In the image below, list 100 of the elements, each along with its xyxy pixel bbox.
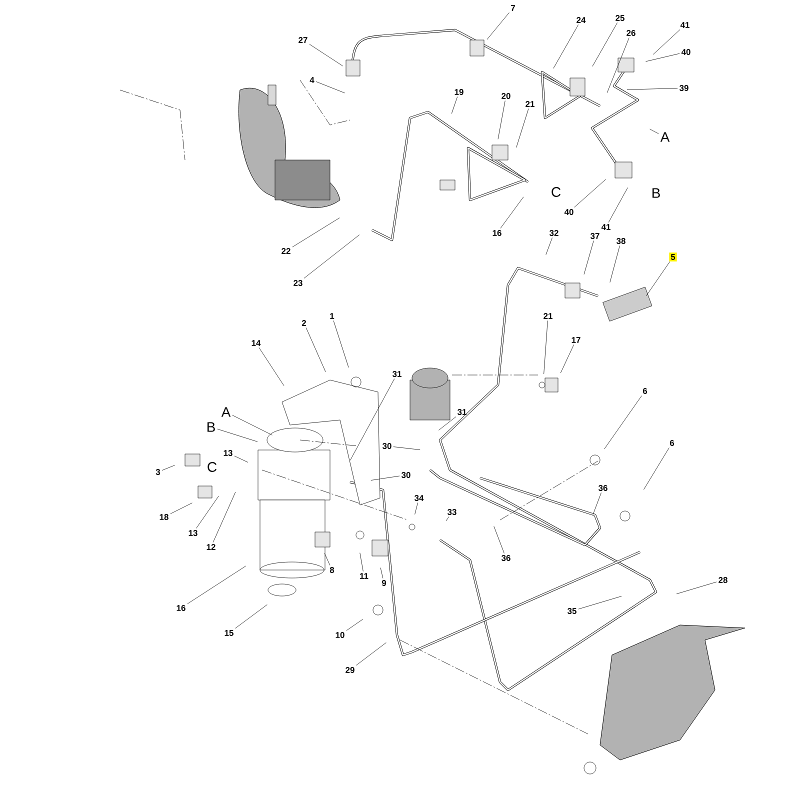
callout-number: 13 (188, 530, 198, 536)
callout-number: 8 (330, 567, 334, 573)
leader-line (196, 496, 219, 528)
callout-number: 23 (294, 280, 302, 286)
callout-number: 13 (224, 450, 232, 456)
callout-number: 10 (336, 632, 344, 638)
leader-line (592, 492, 602, 515)
callout-number: 30 (401, 472, 410, 478)
leader-line (170, 502, 192, 514)
callout-number: 38 (616, 238, 626, 244)
callout-number: 36 (598, 485, 608, 491)
callout-number: 41 (601, 224, 610, 230)
leader-line (446, 516, 450, 522)
leader-line (606, 38, 630, 93)
callout-number: 40 (564, 209, 574, 215)
leader-line (604, 396, 642, 450)
leader-line (494, 526, 504, 554)
callout-number: 20 (502, 93, 510, 99)
callout-number: 14 (252, 340, 261, 346)
callout-number: 41 (680, 22, 690, 28)
callout-number: 18 (160, 514, 168, 520)
callout-number: 35 (567, 608, 576, 614)
callout-number: 9 (382, 580, 386, 586)
callout-number: 6 (642, 388, 648, 394)
leader-line (187, 566, 246, 604)
callout-number: 32 (549, 230, 558, 236)
leader-line (592, 22, 618, 67)
callout-number: 36 (501, 555, 510, 561)
leader-line (235, 604, 268, 629)
leader-line (316, 81, 345, 94)
callout-number: 34 (414, 495, 424, 501)
leader-line (451, 96, 458, 114)
leader-line (324, 552, 330, 566)
letter-label: C (552, 187, 561, 197)
leader-line (333, 320, 349, 368)
callout-number: 12 (206, 544, 216, 550)
letter-label: C (208, 462, 217, 472)
callout-number: 30 (382, 443, 392, 449)
leader-line (644, 448, 670, 490)
callout-number: 17 (572, 337, 580, 343)
leader-line (650, 128, 659, 134)
leader-line (212, 492, 236, 543)
callout-number: 29 (346, 667, 354, 673)
callout-number: 31 (457, 409, 466, 415)
leader-line (574, 179, 606, 208)
callout-number: 19 (454, 89, 464, 95)
leader-line (309, 44, 343, 66)
leader-line (486, 12, 510, 40)
leader-line (544, 320, 548, 374)
callout-number: 27 (298, 37, 308, 43)
callout-number: 11 (360, 573, 368, 579)
callout-number: 16 (492, 230, 502, 236)
callout-number: 21 (526, 101, 534, 107)
letter-label: B (208, 422, 215, 432)
leader-line (393, 446, 420, 450)
leader-line (258, 347, 284, 386)
leader-line (560, 344, 574, 374)
leader-line (360, 552, 364, 572)
callout-number: 7 (511, 5, 515, 11)
letter-label: B (652, 188, 660, 198)
callout-number: 25 (616, 15, 624, 21)
callout-number: 16 (176, 605, 186, 611)
callout-number: 1 (330, 313, 334, 319)
callout-number: 21 (544, 313, 552, 319)
callout-number: 39 (679, 85, 688, 91)
callout-number: 5 (669, 252, 677, 262)
leader-line (234, 456, 248, 462)
leader-line (346, 619, 364, 631)
leader-line (232, 414, 272, 436)
leader-line (500, 196, 524, 229)
callout-number: 22 (282, 248, 290, 254)
callout-number: 3 (156, 469, 160, 475)
letter-label: A (221, 407, 231, 417)
leader-line (498, 100, 506, 140)
callout-number: 15 (224, 630, 234, 636)
leader-line (304, 234, 360, 278)
leader-line (217, 428, 258, 442)
leader-line (584, 240, 594, 275)
leader-line (626, 88, 678, 90)
callout-number: 24 (576, 17, 586, 23)
leader-line (356, 642, 386, 666)
leader-line (652, 29, 680, 55)
leader-line (646, 261, 670, 296)
leader-line (608, 187, 628, 223)
callout-number: 40 (681, 49, 690, 55)
callout-number: 6 (670, 440, 674, 446)
leader-line (610, 246, 620, 283)
leader-line (306, 327, 326, 372)
callout-number: 2 (302, 320, 306, 326)
callout-number: 28 (718, 577, 728, 583)
leader-line (414, 502, 418, 515)
leader-line (516, 108, 529, 148)
leader-line (553, 24, 579, 69)
letter-label: A (660, 132, 670, 142)
leader-line (646, 53, 680, 62)
leader-line (438, 416, 456, 430)
leader-line (162, 465, 175, 471)
leader-line (676, 582, 717, 594)
callout-number: 33 (447, 509, 456, 515)
leader-line (292, 218, 340, 248)
